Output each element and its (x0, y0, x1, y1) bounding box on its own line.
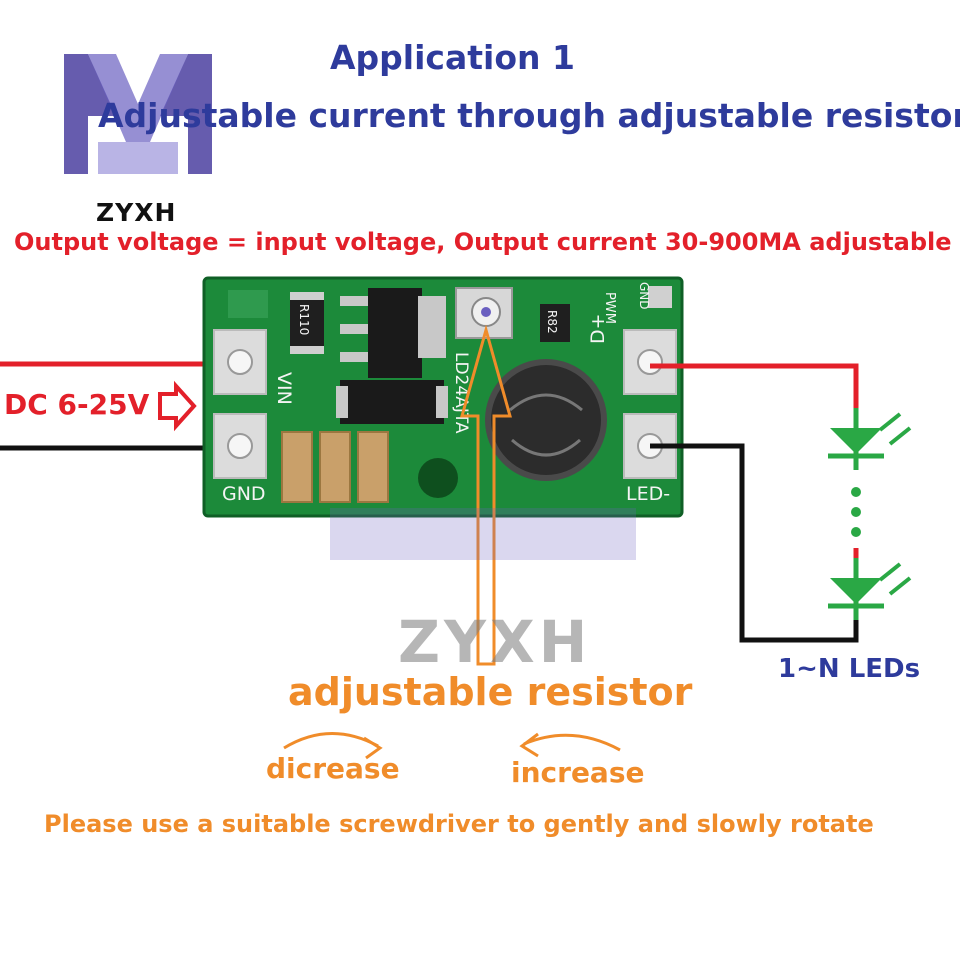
pcb-resistor-code: R110 (297, 304, 311, 335)
decrease-label: dicrease (266, 752, 400, 785)
watermark-logo (330, 508, 636, 560)
input-arrow-icon (158, 380, 197, 432)
resistor-pointer-arrow (460, 324, 512, 666)
increase-label: increase (511, 756, 645, 789)
pcb-vin-label: VIN (273, 372, 295, 405)
brand-name: ZYXH (96, 198, 177, 227)
spec-line: Output voltage = input voltage, Output c… (14, 228, 952, 256)
pcb-board: GND LED- VIN D+ PWM GND LD24AJTA R110 R8… (202, 276, 684, 518)
pcb-chip-label: LD24AJTA (451, 352, 471, 434)
output-positive-wire (650, 363, 859, 408)
pcb-gnd-label: GND (222, 483, 266, 505)
output-negative-wire (650, 443, 859, 643)
pcb-dplus-label: D+ (587, 313, 609, 344)
led-top-icon (828, 408, 912, 470)
pcb-ledminus-label: LED- (626, 483, 670, 505)
page-subtitle: Adjustable current through adjustable re… (98, 96, 960, 135)
led-ellipsis-dot (851, 527, 861, 537)
led-bottom-icon (828, 558, 912, 620)
leds-label: 1~N LEDs (778, 654, 921, 684)
page-title: Application 1 (330, 38, 575, 77)
pcb-gnd2-label: GND (637, 282, 651, 310)
led-ellipsis-dot (851, 487, 861, 497)
led-ellipsis-dot (851, 507, 861, 517)
watermark-text: ZYXH (398, 608, 592, 676)
pcb-pwm-label: PWM (602, 292, 617, 324)
adjustable-resistor-label: adjustable resistor (288, 670, 693, 714)
usage-note: Please use a suitable screwdriver to gen… (44, 810, 874, 838)
brand-logo (64, 54, 212, 174)
decrease-arrow-icon (283, 732, 379, 750)
increase-arrow-icon (523, 733, 621, 752)
input-voltage-label: DC 6-25V (4, 388, 150, 421)
pcb-r-label: R82 (545, 310, 559, 334)
